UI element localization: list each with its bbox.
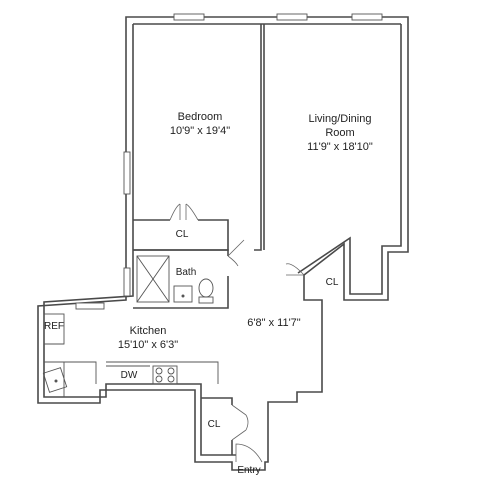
bath-wall bbox=[133, 249, 229, 309]
bedroom-name: Bedroom bbox=[177, 111, 223, 123]
stove bbox=[152, 365, 178, 385]
right-closet-label: CL bbox=[325, 277, 339, 288]
bedroom-closet-label: CL bbox=[175, 229, 189, 240]
toilet-tank bbox=[198, 296, 214, 304]
bedroom-dims: 10'9" x 19'4" bbox=[169, 125, 231, 137]
bedroom-closet-door-swing bbox=[169, 203, 199, 221]
bath-sink bbox=[173, 285, 193, 303]
window-top-1 bbox=[173, 13, 205, 21]
kitchen-sink-drain bbox=[54, 379, 58, 383]
window-kitchen bbox=[75, 302, 105, 310]
burner-1 bbox=[155, 367, 163, 375]
kitchen-dims: 15'10" x 6'3" bbox=[117, 339, 179, 351]
shower-cross bbox=[136, 255, 170, 303]
kitchen-name: Kitchen bbox=[129, 325, 167, 337]
bath-sink-drain bbox=[181, 294, 185, 298]
bedroom-label: Bedroom 10'9" x 19'4" bbox=[160, 110, 240, 138]
outer-wall-inner bbox=[43, 24, 236, 456]
window-top-3 bbox=[351, 13, 383, 21]
window-bedroom-left bbox=[123, 151, 131, 195]
bedroom-living-wall bbox=[254, 24, 262, 251]
window-top-2 bbox=[276, 13, 308, 21]
kitchen-sink bbox=[42, 367, 68, 393]
kitchen-label: Kitchen 15'10" x 6'3" bbox=[108, 324, 188, 352]
right-closet-swing bbox=[285, 263, 305, 276]
living-label: Living/Dining Room 11'9" x 18'10" bbox=[290, 112, 390, 154]
entry-closet-door-swing bbox=[231, 404, 249, 441]
refrigerator-label: REF bbox=[44, 321, 64, 332]
burner-4 bbox=[167, 375, 175, 383]
burner-2 bbox=[167, 367, 175, 375]
window-bath-left bbox=[123, 267, 131, 297]
entry-closet-wall bbox=[201, 397, 233, 455]
living-name-line2: Room bbox=[325, 127, 355, 139]
burner-3 bbox=[155, 375, 163, 383]
kitchen-counter bbox=[44, 361, 219, 397]
toilet bbox=[198, 278, 214, 298]
entry-door-swing bbox=[235, 443, 263, 463]
dishwasher-label: DW bbox=[120, 370, 138, 381]
outer-wall-inner-right bbox=[297, 24, 402, 295]
shower bbox=[136, 255, 170, 303]
outer-wall bbox=[37, 16, 409, 471]
living-name-line1: Living/Dining bbox=[308, 113, 372, 125]
bath-label: Bath bbox=[175, 267, 197, 278]
living-dims: 11'9" x 18'10" bbox=[307, 141, 373, 153]
bath-door-swing bbox=[227, 239, 245, 267]
entry-label: Entry bbox=[237, 465, 261, 476]
entry-closet-label: CL bbox=[207, 419, 221, 430]
hall-dims: 6'8" x 11'7" bbox=[247, 317, 301, 329]
